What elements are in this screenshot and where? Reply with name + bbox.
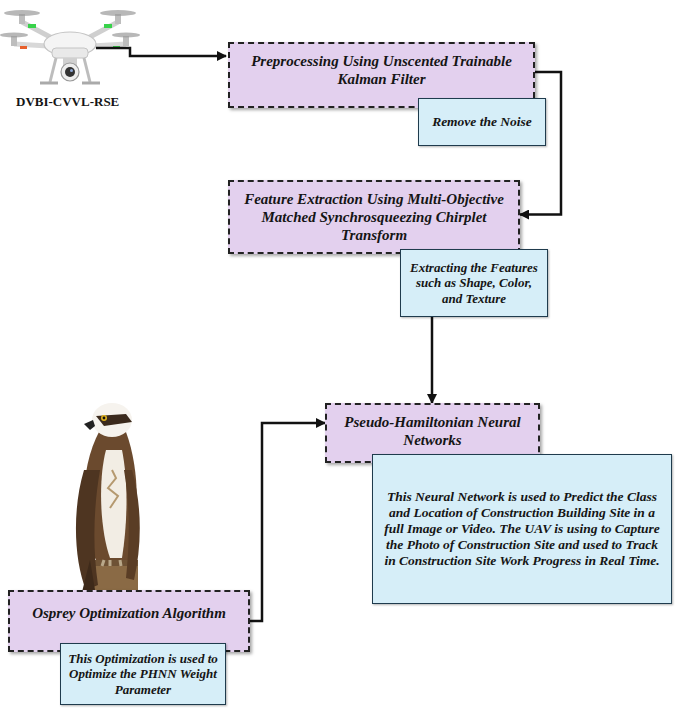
flow-arrow bbox=[431, 317, 434, 403]
note-text: This Optimization is used to Optimize th… bbox=[68, 651, 218, 698]
drone-arrow bbox=[96, 48, 226, 56]
box-title: Feature Extraction Using Multi-Objective… bbox=[240, 190, 508, 244]
box-title: Osprey Optimization Algorithm bbox=[32, 604, 226, 622]
box-title: Preprocessing Using Unscented Trainable … bbox=[240, 52, 523, 88]
note-box: Remove the Noise bbox=[418, 98, 546, 146]
box-title: Pseudo-Hamiltonian Neural Networks bbox=[337, 413, 528, 449]
note-text: Extracting the Features such as Shape, C… bbox=[408, 260, 540, 307]
note-text: Remove the Noise bbox=[432, 114, 532, 130]
device-label: DVBI-CVVL-RSE bbox=[16, 94, 119, 110]
drone-picture bbox=[0, 10, 140, 83]
note-box: This Neural Network is used to Predict t… bbox=[372, 454, 672, 604]
note-box: This Optimization is used to Optimize th… bbox=[60, 643, 226, 705]
osprey-picture bbox=[76, 403, 140, 600]
flow-arrow bbox=[250, 423, 325, 621]
note-box: Extracting the Features such as Shape, C… bbox=[400, 249, 548, 317]
note-text: This Neural Network is used to Predict t… bbox=[380, 489, 664, 570]
process-box: Feature Extraction Using Multi-Objective… bbox=[228, 180, 520, 254]
